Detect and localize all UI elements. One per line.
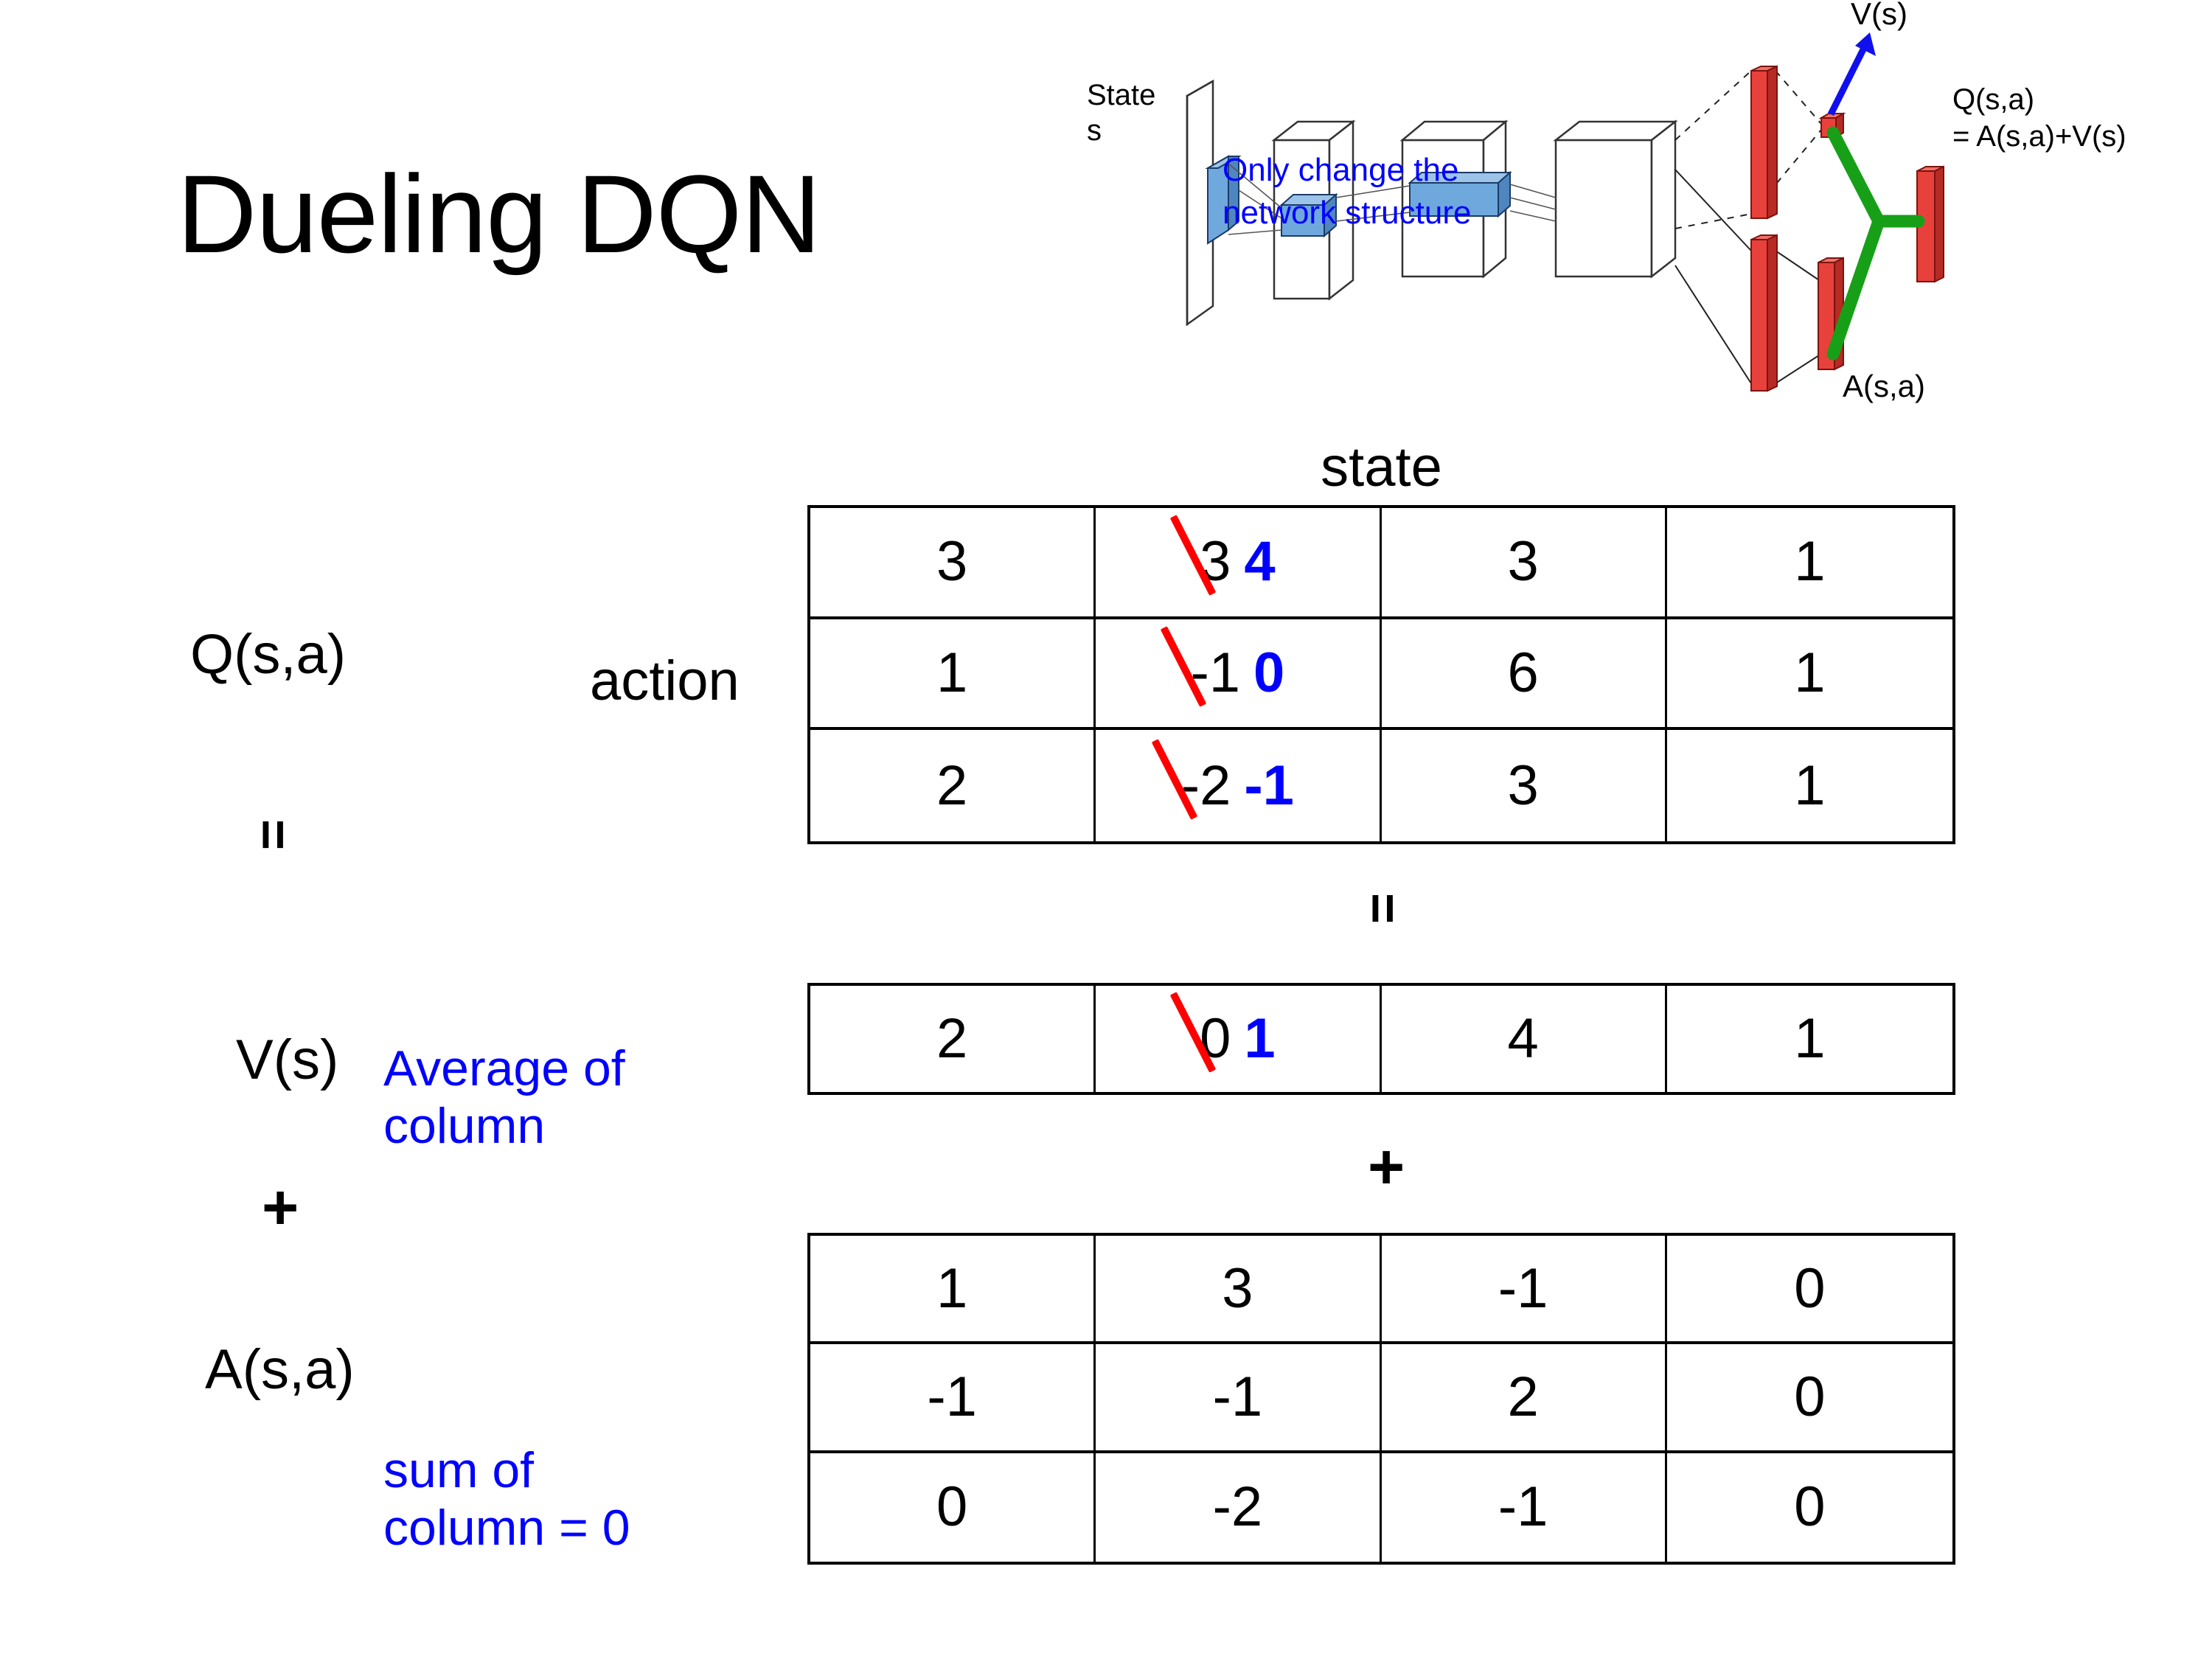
strikethrough-mark (1161, 626, 1207, 707)
table-cell: 2 (1381, 1344, 1667, 1453)
table-cell: 4 (1382, 986, 1667, 1092)
net-state-label-line1: State (1087, 79, 1155, 111)
table-cell: 3 (1381, 508, 1667, 619)
net-caption-line1: Only change the (1222, 152, 1458, 188)
table-cell: 6 (1381, 619, 1667, 731)
table-cell: 1 (1794, 1007, 1826, 1070)
sum-of-column-note: sum of column = 0 (383, 1442, 630, 1557)
corrected-value: -1 (1244, 754, 1294, 817)
table-cell: 0 (810, 1453, 1096, 1562)
net-qsa-label-line1: Q(s,a) (1952, 83, 2034, 116)
q-function-label: Q(s,a) (190, 623, 347, 686)
corrected-value: 4 (1244, 530, 1276, 594)
struck-old-value: -2 (1151, 738, 1231, 820)
table-cell: 1 (810, 619, 1096, 731)
corrected-value: 0 (1253, 641, 1285, 704)
table-cell: -1 (1382, 1453, 1667, 1562)
table-cell: 1 (1666, 619, 1952, 731)
net-vs-label: V(s) (1851, 0, 1907, 31)
dueling-network-diagram: State s V(s) A(s,a) Q(s,a) = A(s,a)+V(s)… (1084, 0, 2212, 420)
struck-old-value: 3 (1169, 515, 1231, 597)
state-axis-label: state (1321, 436, 1442, 498)
table-cell: 3 (810, 508, 1096, 619)
equals-sign-left: = (243, 818, 303, 849)
a-function-label: A(s,a) (205, 1338, 355, 1401)
table-cell: -1 (1096, 1344, 1382, 1453)
table-cell: 3 (1382, 730, 1667, 841)
average-of-column-note: Average of column (383, 1040, 625, 1155)
page-title: Dueling DQN (177, 152, 821, 276)
strikethrough-mark (1151, 738, 1198, 820)
plus-sign-middle: + (1368, 1132, 1405, 1203)
table-cell: 0 (1794, 1475, 1826, 1539)
table-cell: 1 (1666, 508, 1952, 619)
table-cell: 2 (810, 730, 1096, 841)
struck-old-value: 0 (1169, 992, 1231, 1073)
corrected-value: 1 (1244, 1007, 1276, 1070)
net-qsa-label-line2: = A(s,a)+V(s) (1952, 120, 2126, 153)
net-asa-label: A(s,a) (1843, 369, 1925, 403)
net-caption-line2: network structure (1222, 195, 1471, 231)
table-cell: -2 (1096, 1453, 1382, 1562)
table-cell: -1 (810, 1344, 1096, 1453)
table-cell: 1 (810, 1236, 1096, 1345)
net-state-label-line2: s (1087, 114, 1102, 147)
table-cell: 2 (810, 986, 1096, 1092)
strikethrough-mark (1169, 515, 1217, 597)
table-cell: 0 (1666, 1236, 1952, 1345)
v-function-label: V(s) (236, 1029, 339, 1091)
strikethrough-mark (1169, 992, 1217, 1073)
table-cell: -1 (1381, 1236, 1667, 1345)
table-cell: 3 (1096, 1236, 1382, 1345)
action-axis-label: action (590, 650, 740, 712)
table-cell: 0 (1666, 1344, 1952, 1453)
struck-old-value: -1 (1161, 626, 1240, 707)
plus-sign-left: + (262, 1172, 299, 1243)
table-cell: -2-1 (1096, 730, 1382, 841)
equals-sign-middle: = (1353, 892, 1413, 923)
table-cell: 1 (1794, 754, 1826, 817)
